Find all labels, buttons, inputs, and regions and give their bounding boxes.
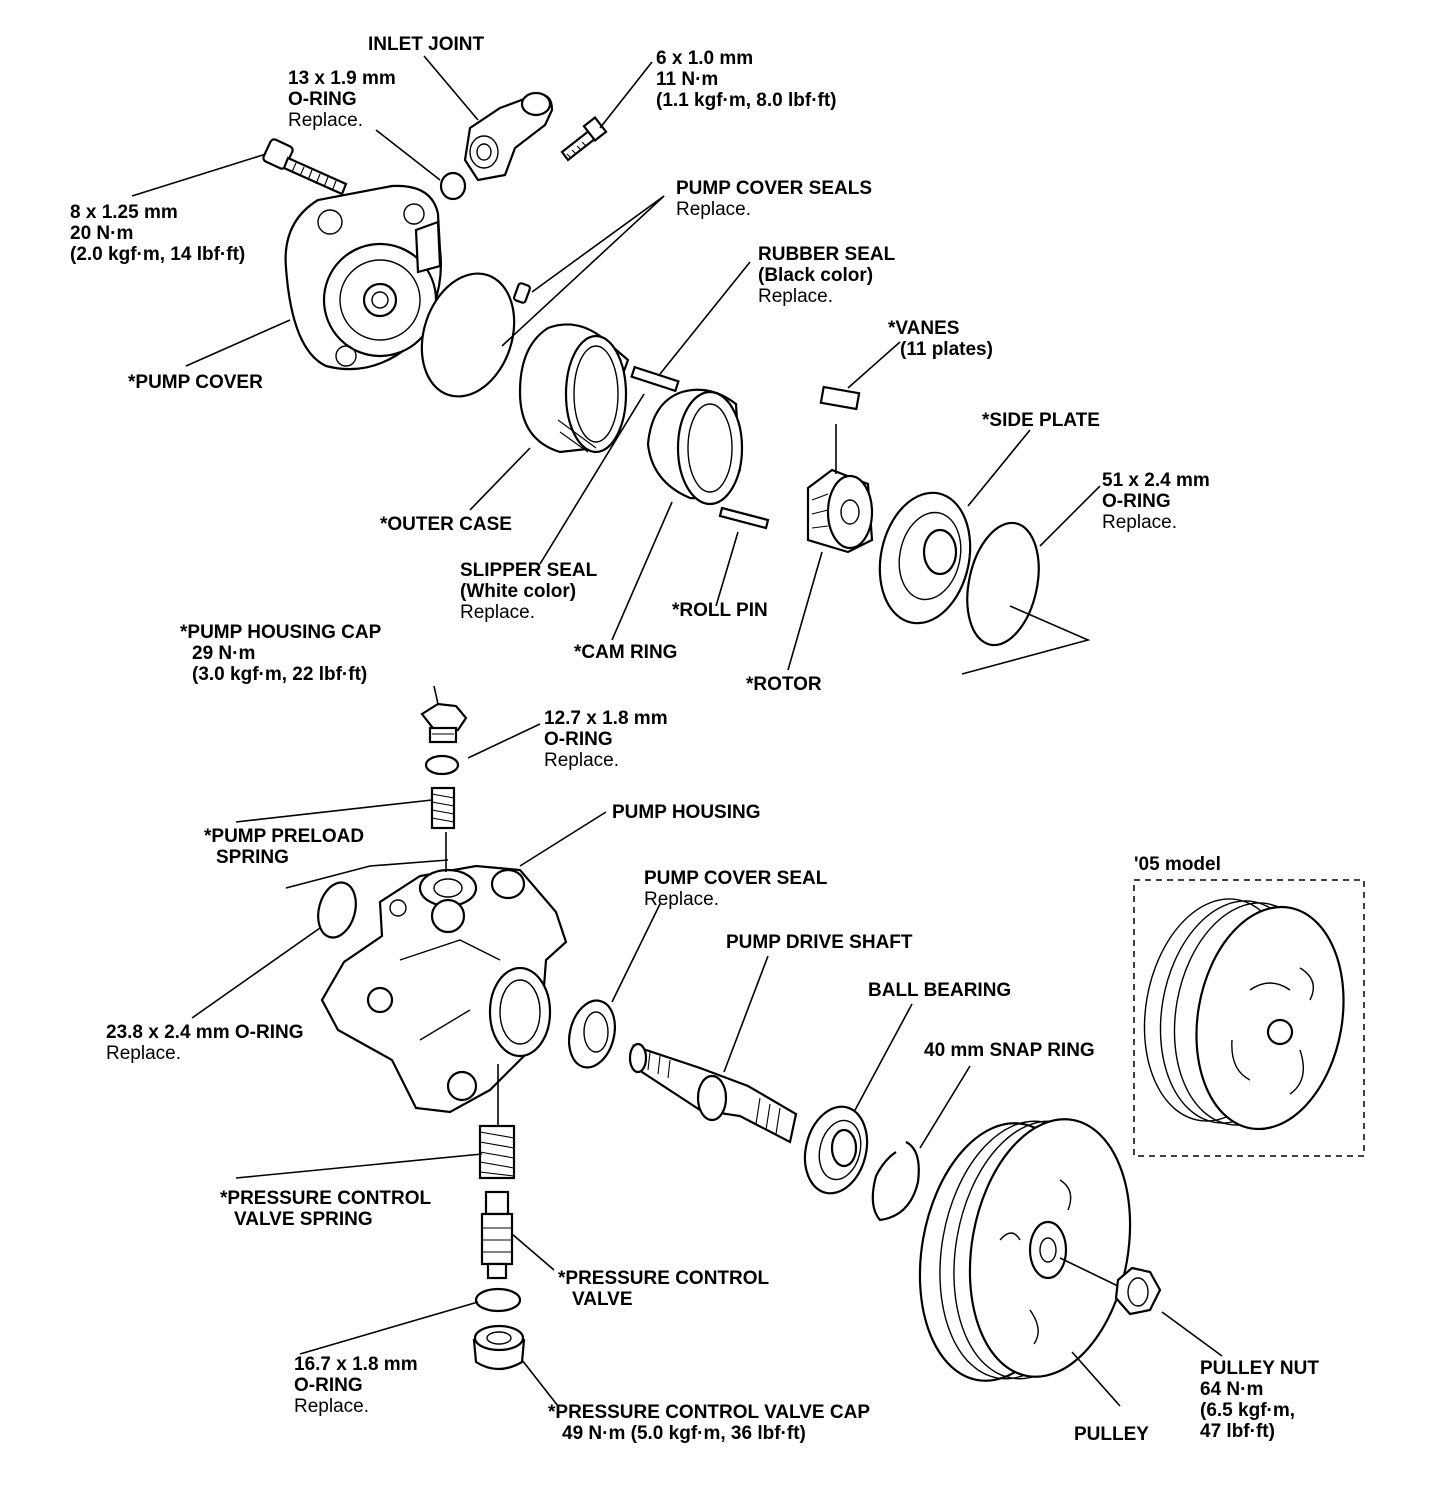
pump-cover-seal-housing [568, 999, 616, 1069]
label-pump-preload-spring: *PUMP PRELOAD SPRING [204, 826, 365, 868]
label-pump-housing-cap: *PUMP HOUSING CAP 29 N·m (3.0 kgf·m, 22 … [180, 622, 382, 685]
pump-housing-cap [420, 702, 468, 744]
cam-ring [646, 388, 744, 506]
label-pump-cover-seals: PUMP COVER SEALS Replace. [676, 178, 873, 220]
label-o-ring-12-7: 12.7 x 1.8 mm O-RING Replace. [544, 708, 668, 771]
label-slipper-seal: SLIPPER SEAL (White color) Replace. [460, 560, 598, 623]
label-pcv-spring: *PRESSURE CONTROL VALVE SPRING [220, 1188, 432, 1230]
label-pump-cover: *PUMP COVER [128, 372, 263, 393]
rotor [806, 468, 874, 554]
roll-pin [718, 506, 770, 530]
pump-cover [284, 184, 442, 371]
label-snap-ring: 40 mm SNAP RING [924, 1040, 1095, 1061]
label-o-ring-16-7: 16.7 x 1.8 mm O-RING Replace. [294, 1354, 418, 1417]
pressure-control-valve-cap [472, 1324, 526, 1371]
label-rotor: *ROTOR [746, 674, 822, 695]
pulley [918, 1118, 1132, 1382]
model-05-pulley [1143, 898, 1345, 1131]
label-pump-cover-seal: PUMP COVER SEAL Replace. [644, 868, 828, 910]
label-pump-drive-shaft: PUMP DRIVE SHAFT [726, 932, 913, 953]
pump-preload-spring [430, 786, 456, 830]
outer-case [518, 323, 630, 454]
label-outer-case: *OUTER CASE [380, 514, 512, 535]
pump-cover-seal-large [420, 272, 516, 398]
label-vanes: *VANES (11 plates) [888, 318, 993, 360]
bolt-6x1 [560, 116, 608, 162]
o-ring-23-8 [317, 881, 357, 939]
label-pump-housing: PUMP HOUSING [612, 802, 761, 823]
label-bolt-8x125: 8 x 1.25 mm 20 N·m (2.0 kgf·m, 14 lbf·ft… [70, 202, 246, 265]
leader-lines [131, 55, 1223, 1407]
label-pcv-cap: *PRESSURE CONTROL VALVE CAP 49 N·m (5.0 … [548, 1402, 870, 1444]
label-side-plate: *SIDE PLATE [982, 410, 1100, 431]
pressure-control-valve [480, 1190, 514, 1280]
o-ring-51 [966, 521, 1040, 647]
pressure-control-valve-spring [478, 1124, 516, 1180]
side-plate [878, 491, 972, 625]
rubber-seal [630, 365, 680, 393]
label-pulley-nut: PULLEY NUT 64 N·m (6.5 kgf·m, 47 lbf·ft) [1200, 1358, 1319, 1442]
pulley-nut [1114, 1266, 1162, 1316]
inlet-joint [463, 91, 554, 182]
label-o-ring-23-8: 23.8 x 2.4 mm O-RING Replace. [106, 1022, 304, 1064]
pump-cover-seal-small [513, 282, 531, 304]
label-o-ring-51: 51 x 2.4 mm O-RING Replace. [1102, 470, 1210, 533]
ball-bearing [803, 1105, 869, 1195]
label-pulley: PULLEY [1074, 1424, 1149, 1445]
label-roll-pin: *ROLL PIN [672, 600, 768, 621]
label-o-ring-13: 13 x 1.9 mm O-RING Replace. [288, 68, 396, 131]
pump-housing [320, 864, 568, 1114]
vane [819, 385, 861, 411]
snap-ring [871, 1141, 920, 1222]
bolt-8x125 [262, 138, 348, 196]
o-ring-12-7 [424, 754, 460, 776]
label-ball-bearing: BALL BEARING [868, 980, 1012, 1001]
o-ring-16-7 [474, 1287, 522, 1313]
o-ring-13 [439, 171, 467, 201]
label-cam-ring: *CAM RING [574, 642, 678, 663]
label-inlet-joint: INLET JOINT [368, 34, 485, 55]
model-05-frame [1133, 879, 1365, 1157]
label-model-05: '05 model [1134, 854, 1221, 875]
pump-drive-shaft [628, 1042, 798, 1144]
label-pcv: *PRESSURE CONTROL VALVE [558, 1268, 770, 1310]
label-rubber-seal: RUBBER SEAL (Black color) Replace. [758, 244, 896, 307]
label-bolt-6x1: 6 x 1.0 mm 11 N·m (1.1 kgf·m, 8.0 lbf·ft… [656, 48, 837, 111]
